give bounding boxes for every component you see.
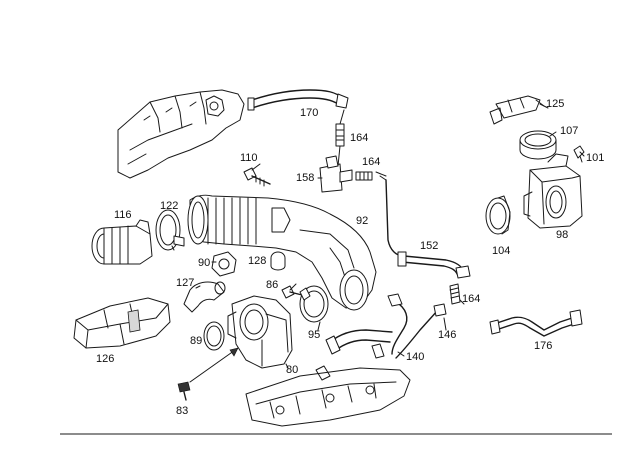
label-126: 126 (96, 353, 114, 365)
o-ring-89 (203, 321, 225, 351)
hose-140-146 (325, 293, 447, 359)
clamp-122 (155, 209, 185, 251)
part-90 (211, 251, 237, 277)
label-110: 110 (240, 152, 258, 164)
intake-duct-92 (187, 194, 377, 311)
label-83: 83 (176, 405, 188, 417)
label-86: 86 (266, 279, 278, 291)
engine-cover-top-left (117, 89, 245, 179)
fitting-164-top (335, 123, 345, 147)
label-164-right: 164 (462, 293, 480, 305)
label-128: 128 (248, 255, 266, 267)
label-104: 104 (492, 245, 510, 257)
label-125: 125 (546, 98, 564, 110)
label-92: 92 (356, 215, 368, 227)
leader-lines (171, 103, 585, 369)
ring-107 (519, 130, 557, 160)
label-116: 116 (114, 209, 132, 221)
clip-101 (573, 145, 585, 163)
label-95: 95 (308, 329, 320, 341)
bolt-110 (243, 167, 271, 187)
flange-104 (485, 195, 511, 235)
hose-152 (379, 175, 471, 279)
fitting-164-right (449, 283, 461, 305)
air-filter-126 (73, 297, 171, 349)
label-176: 176 (534, 340, 552, 352)
label-98: 98 (556, 229, 568, 241)
throttle-housing-116 (91, 219, 153, 265)
label-90: 90 (198, 257, 210, 269)
label-164-top: 164 (350, 132, 368, 144)
label-122: 122 (160, 200, 178, 212)
tee-fitting-158 (319, 155, 373, 193)
hose-170 (247, 89, 349, 111)
throttle-actuator-80 (227, 295, 293, 369)
part-labels: 170 164 164 125 107 101 110 158 92 116 1… (96, 98, 604, 417)
housing-98 (523, 153, 583, 229)
label-80: 80 (286, 364, 298, 376)
clamp-95 (299, 285, 329, 323)
label-146: 146 (438, 329, 456, 341)
cap-128 (270, 251, 286, 271)
label-170: 170 (300, 107, 318, 119)
label-164-mid: 164 (362, 156, 380, 168)
elbow-127 (183, 281, 226, 313)
label-89: 89 (190, 335, 202, 347)
label-140: 140 (406, 351, 424, 363)
label-101: 101 (586, 152, 604, 164)
label-152: 152 (420, 240, 438, 252)
clamp-125 (489, 95, 545, 125)
pipe-176 (489, 309, 583, 337)
engine-head-bottom (245, 365, 411, 427)
label-107: 107 (560, 125, 578, 137)
screw-83 (177, 347, 239, 401)
label-127: 127 (176, 277, 194, 289)
label-158: 158 (296, 172, 314, 184)
